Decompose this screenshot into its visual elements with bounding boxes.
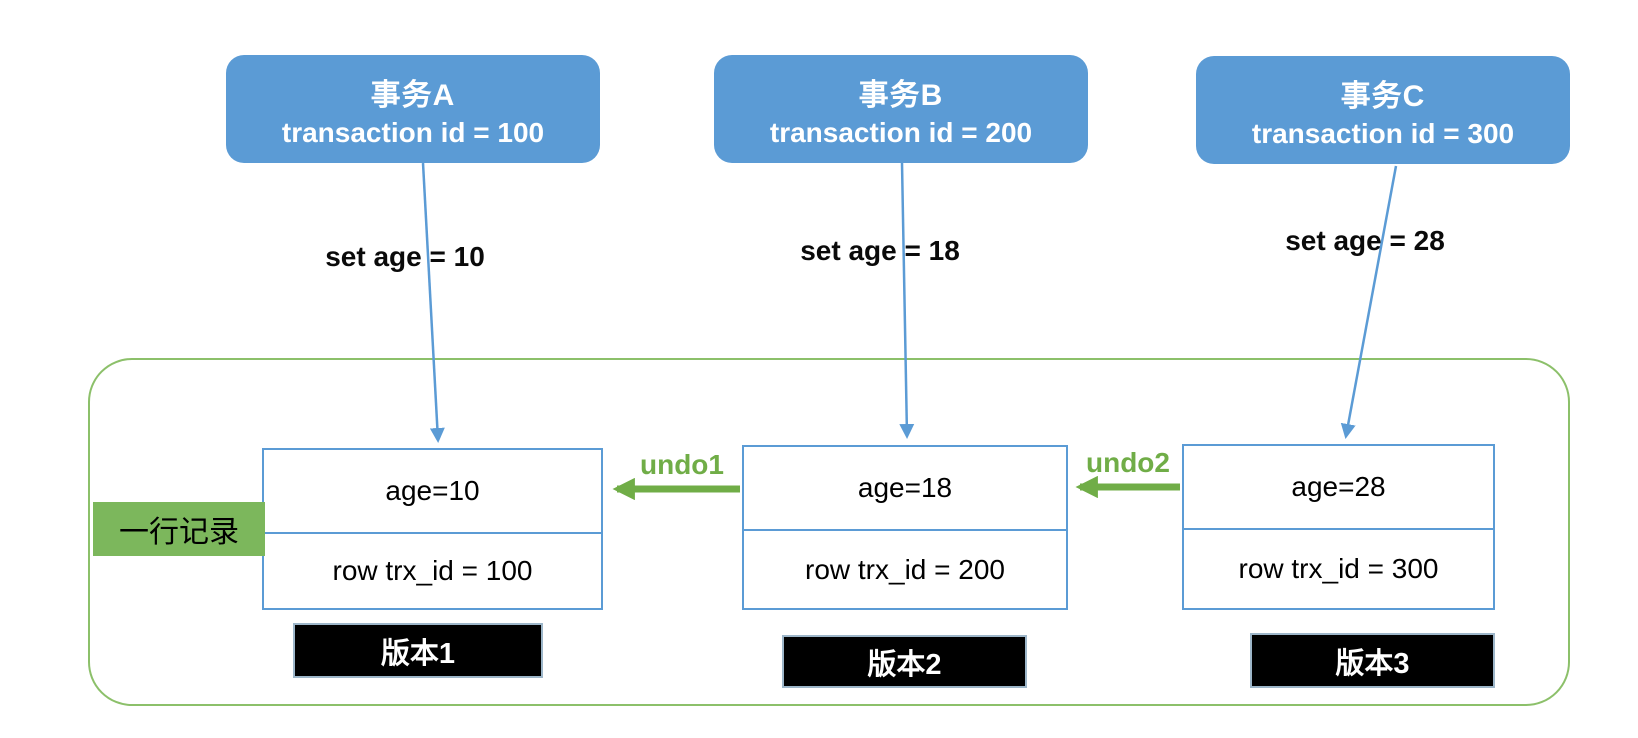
- transaction-b-box: 事务B transaction id = 200: [714, 55, 1088, 163]
- version1-trx-cell: row trx_id = 100: [332, 555, 533, 586]
- version1-age-cell: age=10: [264, 450, 601, 534]
- transaction-a-box: 事务A transaction id = 100: [226, 55, 600, 163]
- row-record-label: 一行记录: [93, 502, 265, 556]
- version2-trx-cell: row trx_id = 200: [805, 553, 1005, 585]
- transaction-a-name: 事务A: [370, 78, 456, 112]
- version2-tag: 版本2: [782, 635, 1027, 688]
- transaction-c-box: 事务C transaction id = 300: [1196, 56, 1570, 164]
- version1-box: age=10 row trx_id = 100: [262, 448, 603, 610]
- transaction-c-id: transaction id = 300: [1251, 117, 1515, 149]
- version3-trx-cell: row trx_id = 300: [1238, 553, 1439, 584]
- undo2-label: undo2: [1086, 447, 1170, 478]
- transaction-b-id: transaction id = 200: [769, 116, 1033, 148]
- version2-box: age=18 row trx_id = 200: [742, 445, 1068, 610]
- version3-age-cell: age=28: [1184, 446, 1493, 530]
- version3-box: age=28 row trx_id = 300: [1182, 444, 1495, 610]
- version2-age-cell: age=18: [744, 447, 1066, 531]
- version3-tag: 版本3: [1250, 633, 1495, 688]
- set-age-label-c: set age = 28: [1285, 225, 1445, 256]
- set-age-label-b: set age = 18: [800, 235, 960, 266]
- transaction-c-name: 事务C: [1340, 79, 1426, 113]
- row-record-container: [88, 358, 1570, 706]
- transaction-a-id: transaction id = 100: [281, 116, 545, 148]
- version1-tag: 版本1: [293, 623, 543, 678]
- set-age-label-a: set age = 10: [325, 241, 485, 272]
- transaction-b-name: 事务B: [858, 78, 944, 112]
- undo1-label: undo1: [640, 449, 724, 480]
